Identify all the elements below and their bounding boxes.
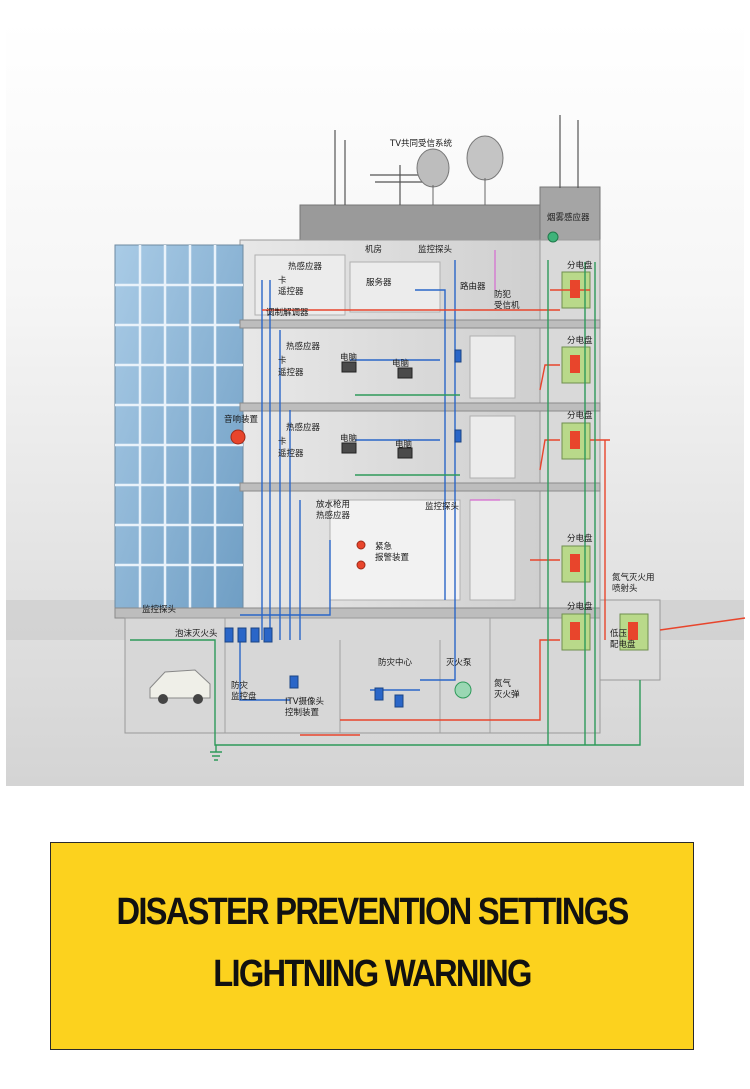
label-heat-sensor-2: 热感应器 <box>286 341 321 352</box>
label-pc-3a: 电脑 <box>340 433 358 444</box>
label-smoke-sensor: 烟雾感应器 <box>547 212 590 223</box>
label-water-gun-2: 热感应器 <box>316 510 351 521</box>
glass-facade <box>114 244 244 611</box>
label-emergency-2: 报警装置 <box>375 552 410 563</box>
label-dist-panel-2: 分电盘 <box>567 335 593 346</box>
label-monitor-probe-low: 监控探头 <box>142 604 177 615</box>
roof-housing <box>299 204 551 241</box>
label-nitrogen-bomb-2: 灭火弹 <box>494 689 520 700</box>
label-sound-device: 音响装置 <box>224 414 259 425</box>
label-itv-2: 控制装置 <box>285 707 320 718</box>
label-remote-2: 遥控器 <box>278 367 304 378</box>
satellite-dish-icon <box>466 135 504 205</box>
label-dist-panel-1: 分电盘 <box>567 260 593 271</box>
label-disaster-panel-1: 防灾 <box>231 680 249 691</box>
label-card-3: 卡 <box>278 436 287 447</box>
label-monitor-probe-mid: 监控探头 <box>425 501 460 512</box>
label-remote-1: 遥控器 <box>278 286 304 297</box>
label-fire-pump: 灭火泵 <box>446 658 472 668</box>
label-low-voltage-2: 配电盘 <box>610 639 636 650</box>
smoke-detector-icon <box>547 231 559 243</box>
label-modem: 调制解调器 <box>266 307 309 318</box>
label-low-voltage-1: 低压 <box>610 628 628 639</box>
label-monitor-probe-top: 监控探头 <box>418 244 453 255</box>
label-machine-room: 机房 <box>365 244 382 255</box>
basement <box>124 617 601 734</box>
floor-slabs <box>114 319 601 619</box>
fire-pump-icon <box>454 681 472 699</box>
label-itv-1: ITV摄像头 <box>285 696 325 707</box>
building-diagram: TV共同受信系统 烟雾感应器 机房 监控探头 热感应器 卡 遥控器 调制解调器 … <box>6 20 746 786</box>
banner-subtitle: LIGHTNING WARNING <box>213 953 532 995</box>
label-anti-crime-1: 防犯 <box>494 289 512 300</box>
label-dist-panel-5: 分电盘 <box>567 601 593 612</box>
fire-extinguishers <box>230 429 366 570</box>
label-remote-3: 遥控器 <box>278 448 304 459</box>
monitors <box>341 361 413 459</box>
glass-grid <box>115 245 243 610</box>
panel-marks <box>570 280 638 640</box>
car-icon <box>149 669 211 704</box>
label-server: 服务器 <box>366 277 392 288</box>
label-tv-system: TV共同受信系统 <box>389 138 453 149</box>
red-wiring <box>262 289 746 736</box>
green-wiring <box>130 260 641 761</box>
label-emergency-1: 紧急 <box>375 541 393 552</box>
interior-rooms <box>254 254 516 601</box>
blue-wiring <box>239 260 456 701</box>
label-router: 路由器 <box>460 281 486 292</box>
label-disaster-center: 防灾中心 <box>378 657 413 668</box>
pink-wiring <box>470 250 500 501</box>
label-card-1: 卡 <box>278 275 287 286</box>
banner-title: DISASTER PREVENTION SETTINGS <box>116 891 629 933</box>
control-blocks <box>224 349 462 708</box>
label-card-2: 卡 <box>278 355 287 366</box>
label-anti-crime-2: 受信机 <box>494 300 520 311</box>
label-disaster-panel-2: 监控盘 <box>231 691 257 702</box>
antenna-array <box>334 115 579 205</box>
label-heat-sensor-3: 热感应器 <box>286 422 321 433</box>
label-pc-3b: 电脑 <box>395 439 413 450</box>
label-pc-2a: 电脑 <box>340 352 358 363</box>
label-nitrogen-2: 喷射头 <box>612 583 638 594</box>
label-water-gun-1: 放水枪用 <box>316 499 350 510</box>
label-nitrogen-1: 氮气灭火用 <box>612 572 655 583</box>
title-banner: DISASTER PREVENTION SETTINGS LIGHTNING W… <box>50 842 694 1050</box>
label-foam-head: 泡沫灭火头 <box>175 628 218 639</box>
label-nitrogen-bomb-1: 氮气 <box>494 678 512 689</box>
label-dist-panel-4: 分电盘 <box>567 533 593 544</box>
label-heat-sensor-1: 热感应器 <box>288 261 323 272</box>
label-pc-2b: 电脑 <box>392 358 410 369</box>
satellite-dish-icon <box>416 148 450 205</box>
label-dist-panel-3: 分电盘 <box>567 410 593 421</box>
